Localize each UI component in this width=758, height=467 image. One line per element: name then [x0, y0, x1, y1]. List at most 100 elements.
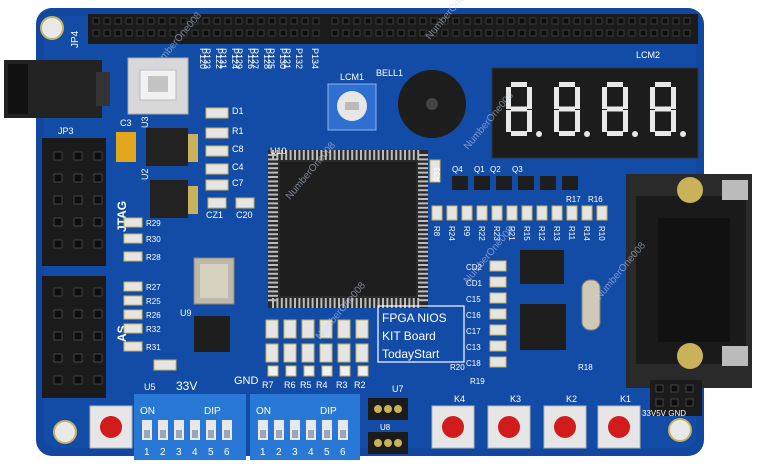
- header-pin: [353, 29, 361, 37]
- chip-pin: [418, 228, 428, 231]
- smd-capacitor: [489, 276, 507, 288]
- buzzer: [398, 70, 466, 138]
- chip-pin: [418, 294, 428, 297]
- header-pin: [529, 17, 537, 25]
- pin-label: P128: [262, 48, 272, 69]
- header-pin: [584, 17, 592, 25]
- header-pin: [213, 17, 221, 25]
- chip-pin: [285, 298, 288, 308]
- smd-resistor: [491, 205, 503, 221]
- header-pin: [518, 17, 526, 25]
- chip-pin: [268, 202, 278, 205]
- header-pin: [573, 29, 581, 37]
- chip-pin: [355, 298, 358, 308]
- pin-label: P131: [218, 48, 228, 69]
- chip-pin: [268, 167, 278, 170]
- smd-resistor: [536, 205, 548, 221]
- chip-pin: [418, 268, 428, 271]
- display-segment: [554, 110, 559, 132]
- dip-toggle-knob: [144, 430, 150, 438]
- resistor-label: R27: [146, 283, 161, 292]
- header-pin: [93, 375, 103, 385]
- header-pin: [408, 29, 416, 37]
- chip-pin: [276, 298, 279, 308]
- chip-pin: [355, 150, 358, 160]
- label-c8: C8: [232, 144, 244, 154]
- smd-part: [235, 197, 255, 209]
- header-pin: [53, 173, 63, 183]
- smd-resistor: [123, 233, 143, 244]
- chip-pin: [294, 150, 296, 160]
- chip-pin: [417, 150, 420, 160]
- chip-pin: [418, 281, 428, 284]
- pin-label: P134: [310, 48, 320, 69]
- smd-resistor: [355, 319, 369, 339]
- label-r5: R5: [300, 380, 312, 390]
- chip-pin: [329, 150, 332, 160]
- chip-pin: [418, 211, 428, 214]
- chip-pin: [268, 237, 278, 240]
- header-pin: [301, 29, 309, 37]
- label-q1: Q1: [474, 165, 485, 174]
- label-gnd: GND: [234, 375, 259, 387]
- header-pin: [73, 217, 83, 227]
- chip-pin: [316, 298, 318, 308]
- smd-resistor: [355, 343, 369, 363]
- dip-number: 3: [176, 447, 182, 458]
- smd-capacitor: [489, 356, 507, 368]
- label-q3: Q3: [512, 165, 523, 174]
- chip-pin: [418, 215, 428, 218]
- transistor: [562, 176, 578, 190]
- header-pin: [540, 17, 548, 25]
- dip-number: 4: [308, 447, 314, 458]
- chip-pin: [268, 259, 278, 262]
- display-segment: [650, 110, 655, 132]
- smd-resistor: [429, 159, 441, 183]
- chip-pin: [373, 150, 376, 160]
- header-pin: [73, 353, 83, 363]
- header-pin: [562, 29, 570, 37]
- smd-resistor: [581, 205, 593, 221]
- chip-pin: [302, 298, 305, 308]
- smd-resistor: [123, 323, 143, 334]
- display-segment: [559, 82, 575, 87]
- smd-resistor: [337, 343, 351, 363]
- display-segment: [559, 106, 575, 112]
- label-q2: Q2: [490, 165, 501, 174]
- resistor-label: R15: [522, 226, 531, 241]
- smd-components-top: [205, 107, 255, 209]
- header-pin: [93, 353, 103, 363]
- capacitor-label: C18: [466, 359, 481, 368]
- header-pin: [235, 29, 243, 37]
- chip-pin: [364, 150, 367, 160]
- pin-label: P124: [230, 48, 240, 69]
- smd-resistor: [283, 343, 297, 363]
- push-button-cap: [608, 416, 630, 438]
- header-pin: [93, 195, 103, 205]
- header-pin: [125, 29, 133, 37]
- chip-pin: [399, 298, 402, 308]
- header-pin: [685, 384, 694, 393]
- dip-toggle-knob: [208, 430, 214, 438]
- label-bell1: BELL1: [376, 68, 403, 78]
- capacitor-label: C15: [466, 295, 481, 304]
- dc-power-jack: [4, 60, 110, 118]
- resistor-label: R13: [552, 226, 561, 241]
- header-pin: [312, 29, 320, 37]
- title-line-1: FPGA NIOS: [382, 311, 447, 325]
- label-u5: U5: [144, 382, 156, 392]
- chip-u9: [194, 316, 230, 352]
- label-r19: R19: [470, 377, 485, 386]
- chip-pin: [320, 298, 323, 308]
- header-pin: [290, 17, 298, 25]
- header-pin: [279, 17, 287, 25]
- chip-pin: [268, 277, 278, 280]
- chip-pin: [333, 298, 336, 308]
- header-pin: [73, 309, 83, 319]
- header-pin: [53, 151, 63, 161]
- header-pin: [103, 17, 111, 25]
- header-pin: [268, 29, 276, 37]
- header-pin: [53, 195, 63, 205]
- label-k4: K4: [454, 394, 465, 404]
